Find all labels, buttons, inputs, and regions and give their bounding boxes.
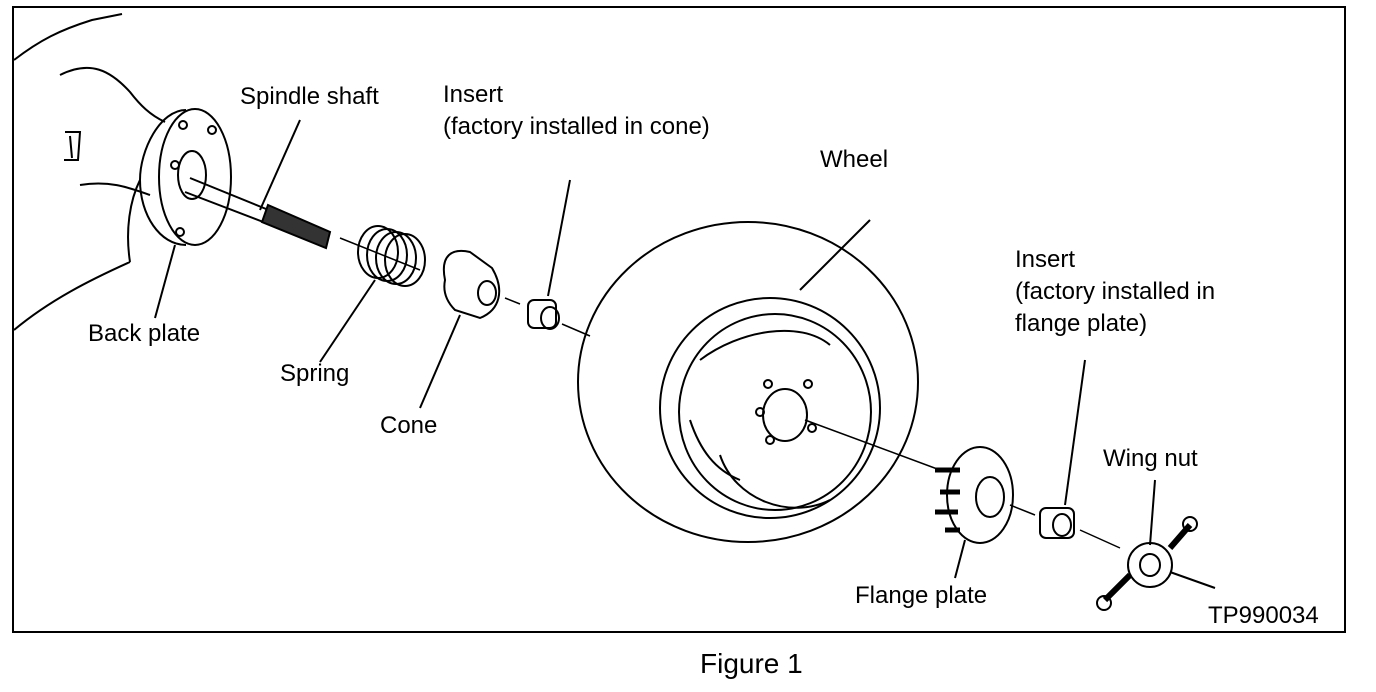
label-spindle-shaft: Spindle shaft (240, 83, 379, 110)
back-plate (138, 108, 232, 319)
label-wheel: Wheel (820, 146, 889, 173)
spring (319, 225, 426, 363)
figure-frame (12, 6, 1346, 633)
label-flange-plate: Flange plate (855, 582, 988, 609)
wing-nut (1096, 479, 1216, 611)
label-back-plate: Back plate (88, 320, 201, 347)
insert-cone (527, 179, 571, 330)
spindle-shaft (184, 119, 332, 250)
wheel (577, 219, 919, 543)
label-insert-cone-note: (factory installed in cone) (443, 113, 710, 140)
label-insert-flange-note-2: flange plate) (1015, 310, 1148, 337)
cone (419, 250, 501, 409)
figure-caption: Figure 1 (700, 648, 803, 679)
axis-line (339, 237, 1121, 549)
machine-body (13, 13, 166, 331)
label-spring: Spring (280, 360, 350, 387)
flange-plate (935, 446, 1014, 579)
insert-flange (1039, 359, 1086, 539)
label-cone: Cone (380, 412, 438, 439)
label-insert-flange-title: Insert (1015, 246, 1076, 273)
label-wing-nut: Wing nut (1103, 445, 1198, 472)
label-part-number: TP990034 (1208, 602, 1319, 629)
label-insert-cone-title: Insert (443, 81, 504, 108)
label-insert-flange-note-1: (factory installed in (1015, 278, 1216, 305)
